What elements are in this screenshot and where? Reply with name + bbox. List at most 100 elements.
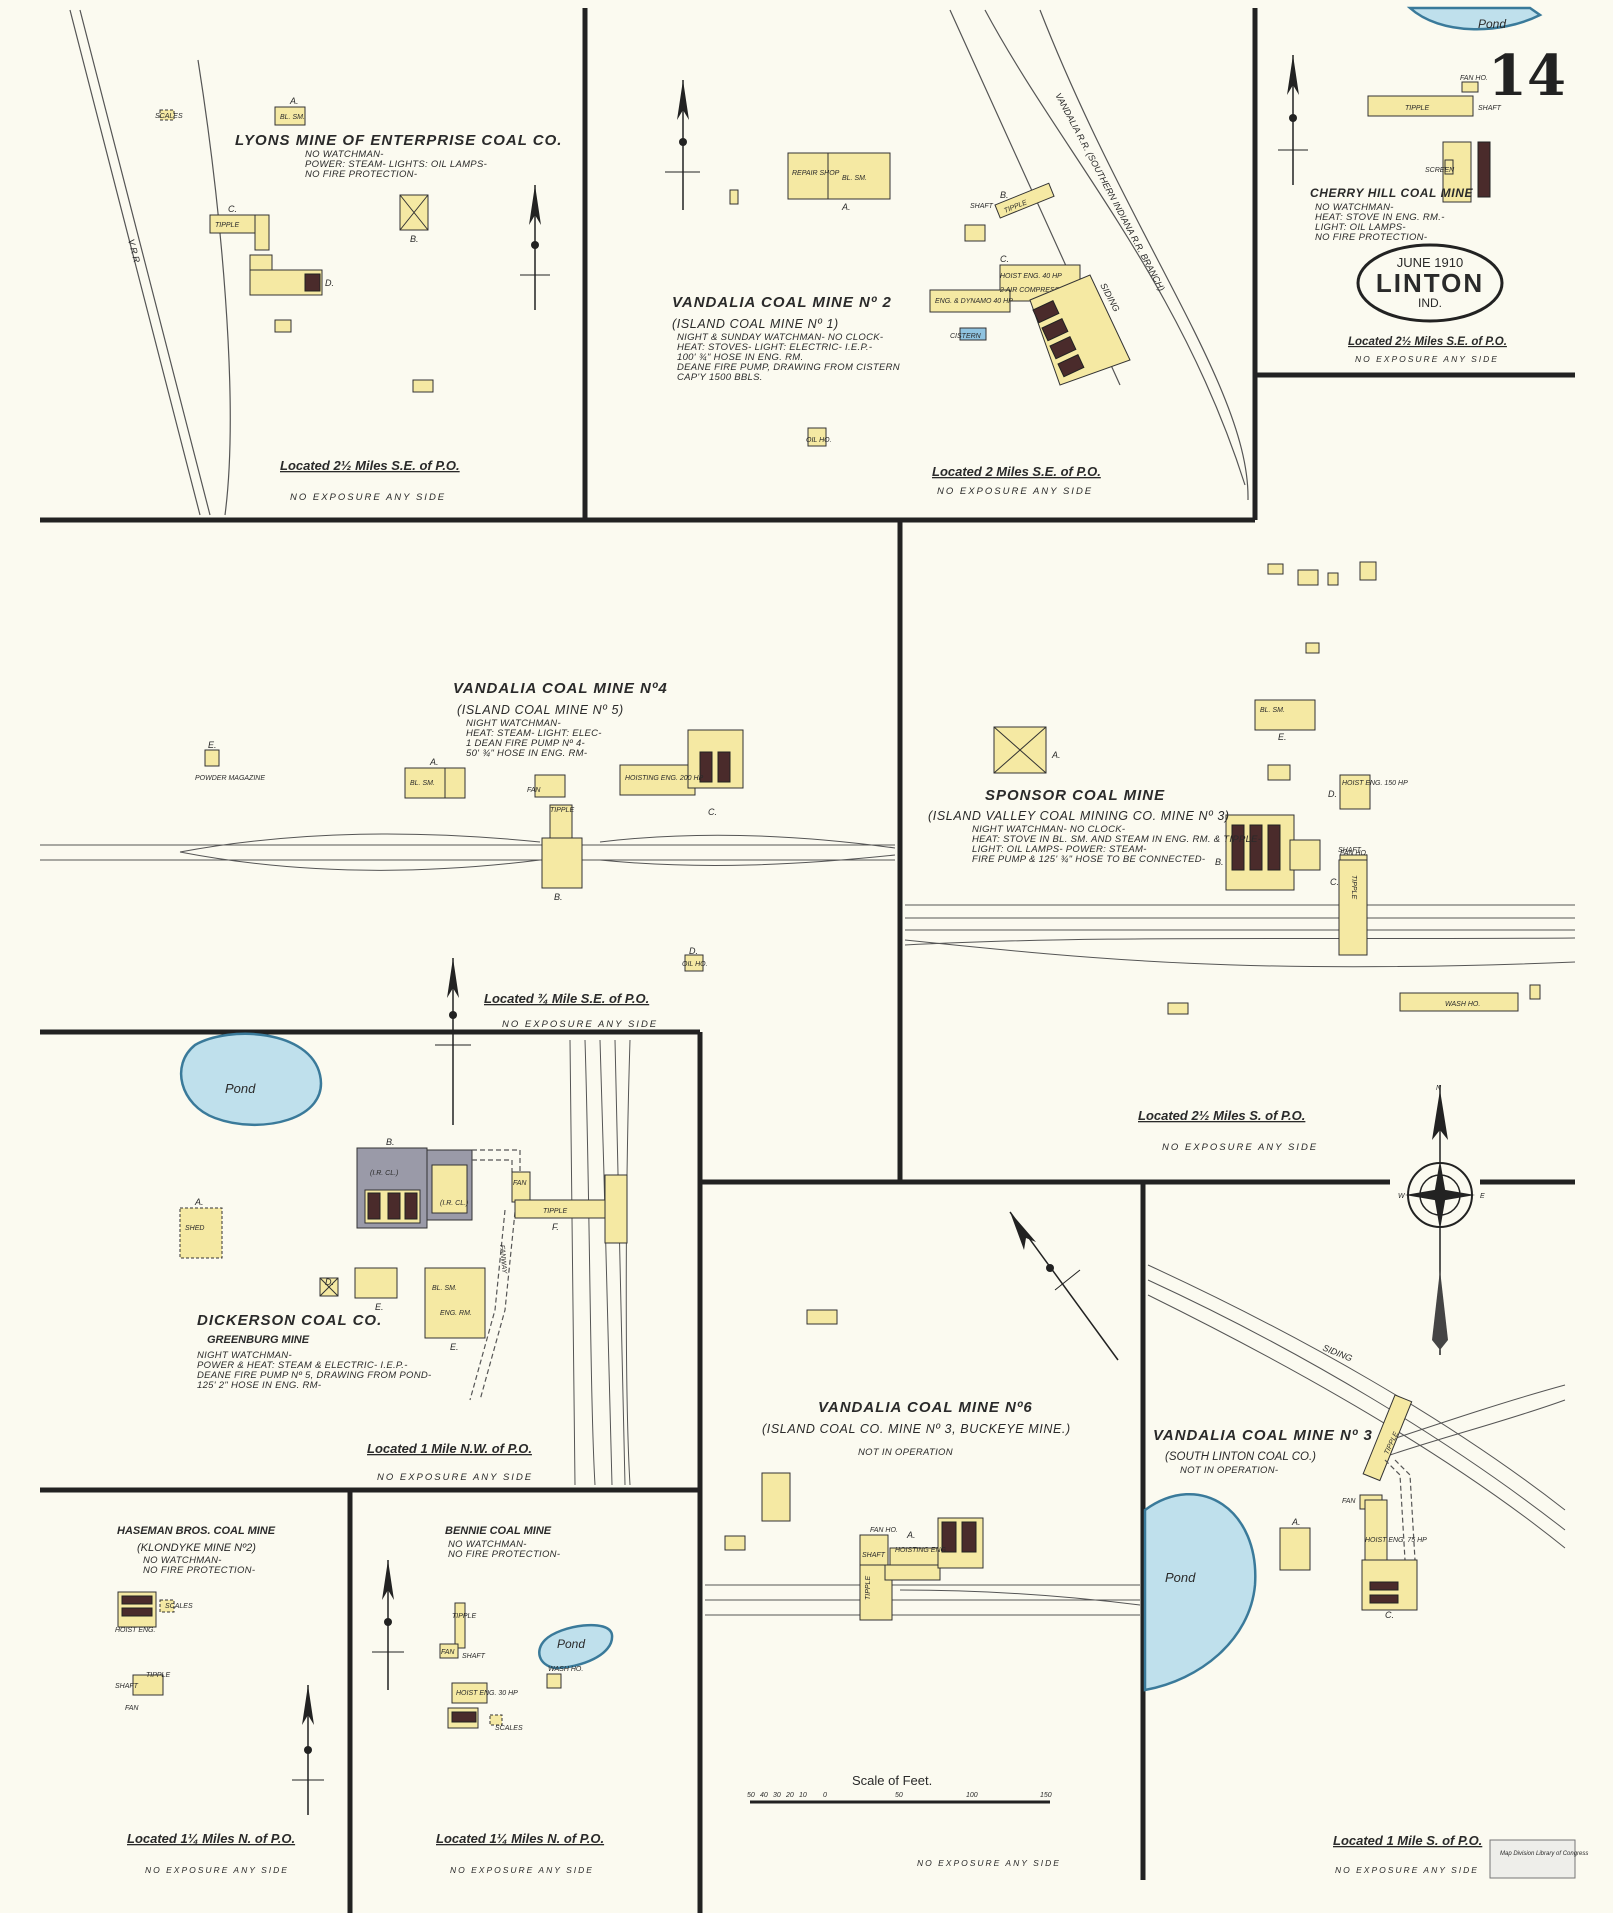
panel-bennie: BENNIE COAL MINE NO WATCHMAN- NO FIRE PR… xyxy=(372,1525,614,1875)
building-footprint xyxy=(179,1207,223,1259)
building-footprint xyxy=(1167,1002,1189,1015)
boiler-mark xyxy=(1369,1594,1399,1604)
panel-title: CHERRY HILL COAL MINE xyxy=(1310,186,1473,200)
panel-title: LYONS MINE OF ENTERPRISE COAL CO. xyxy=(235,132,562,149)
map-label: E. xyxy=(1278,732,1287,742)
map-mark xyxy=(382,1560,394,1600)
location-note: Located 2½ Miles S.E. of P.O. xyxy=(1348,336,1507,348)
building-footprint xyxy=(1461,81,1479,93)
map-label: E. xyxy=(450,1342,459,1352)
map-label: SCALES xyxy=(165,1603,193,1610)
building-footprint xyxy=(994,182,1055,219)
map-label: B. xyxy=(386,1137,395,1147)
map-label: 0 xyxy=(823,1792,827,1799)
map-label: VANDALIA R.R. (SOUTHERN INDIANA R.R. BRA… xyxy=(1053,91,1166,292)
map-label: SHAFT xyxy=(970,203,994,210)
map-label: (SOUTH LINTON COAL CO.) xyxy=(1165,1451,1316,1463)
map-label: A. xyxy=(289,96,299,106)
rail-line xyxy=(705,1584,1140,1616)
map-label: 50 xyxy=(747,1792,755,1799)
map-label: C. xyxy=(228,204,237,214)
exposure-note: NO EXPOSURE ANY SIDE xyxy=(1335,1865,1479,1875)
building-footprint xyxy=(687,729,744,789)
building-footprint xyxy=(724,1535,746,1551)
location-note: Located 1¼ Miles N. of P.O. xyxy=(127,1831,295,1846)
building-footprint xyxy=(1362,1394,1413,1482)
map-label: C. xyxy=(1330,877,1339,887)
map-label: ENG. RM. xyxy=(440,1310,472,1317)
building-footprint xyxy=(454,1602,466,1649)
map-label: D. xyxy=(1328,789,1337,799)
exposure-note: NO EXPOSURE ANY SIDE xyxy=(1162,1142,1318,1153)
map-label: TIPPLE xyxy=(1405,105,1429,112)
boiler-mark xyxy=(1049,336,1077,360)
building-footprint xyxy=(132,1674,164,1696)
rail-line xyxy=(1039,9,1249,501)
map-label: LIGHT: OIL LAMPS- xyxy=(1315,222,1406,233)
map-label: HOIST ENG. 30 HP xyxy=(456,1690,518,1697)
building-footprint xyxy=(534,774,566,798)
map-label: SCREEN xyxy=(1425,167,1455,174)
page-number: 14 xyxy=(1488,43,1566,109)
building-footprint xyxy=(959,327,987,341)
panel-title: SPONSOR COAL MINE xyxy=(985,787,1165,804)
map-label: SHAFT xyxy=(1478,105,1502,112)
title-cartouche: JUNE 1910 LINTON IND. xyxy=(1356,243,1504,323)
building-footprint xyxy=(204,749,220,767)
building-footprint xyxy=(1305,642,1320,654)
map-label: A. xyxy=(1051,750,1061,760)
map-label: B. xyxy=(1000,190,1009,200)
map-label: ENG. & DYNAMO 40 HP xyxy=(935,298,1013,305)
panel-vandalia-mine-2: VANDALIA R.R. (SOUTHERN INDIANA R.R. BRA… xyxy=(665,9,1249,501)
map-label: LIGHT: OIL LAMPS- POWER: STEAM- xyxy=(972,844,1147,855)
panel-vandalia-mine-4: E. POWDER MAGAZINE BL. SM. A. FAN TIPPLE… xyxy=(40,680,896,1125)
map-label: A. xyxy=(429,757,439,767)
map-label: Pond xyxy=(557,1637,585,1651)
building-footprint xyxy=(827,152,891,200)
map-label: C. xyxy=(708,807,717,817)
map-label: 40 xyxy=(760,1792,768,1799)
rail-line xyxy=(899,1589,1141,1606)
map-label: HOIST ENG. xyxy=(115,1627,156,1634)
panel-title: VANDALIA COAL MINE Nº4 xyxy=(453,680,668,697)
map-label: TIPPLE xyxy=(1350,875,1357,899)
map-line xyxy=(472,1149,521,1172)
map-label: 100' ¾" HOSE IN ENG. RM. xyxy=(677,352,803,363)
boiler-mark xyxy=(387,1192,401,1220)
map-label: FAN HO. xyxy=(1340,850,1368,857)
panel-title: VANDALIA COAL MINE Nº6 xyxy=(818,1399,1033,1416)
map-label: BL. SM. xyxy=(410,780,435,787)
building-footprint xyxy=(604,1174,628,1244)
map-label: OIL HO. xyxy=(806,437,832,444)
map-label: 10 xyxy=(799,1792,807,1799)
map-label: POWDER MAGAZINE xyxy=(195,775,265,782)
map-label: N xyxy=(1436,1085,1442,1092)
map-label: HEAT: STOVE IN ENG. RM.- xyxy=(1315,212,1445,223)
pond-icon xyxy=(538,1623,614,1670)
map-label: SHAFT xyxy=(862,1552,886,1559)
map-mark xyxy=(1405,1189,1475,1201)
boiler-mark xyxy=(1041,318,1069,342)
map-label: FAN xyxy=(441,1649,455,1656)
map-label: B. xyxy=(410,234,419,244)
map-label: SIDING xyxy=(1321,1343,1354,1364)
map-label: A. xyxy=(841,202,851,212)
map-label: TIPPLE xyxy=(452,1613,476,1620)
map-mark xyxy=(529,185,541,225)
map-mark xyxy=(384,1618,392,1626)
north-arrow-icon xyxy=(520,185,550,310)
map-mark xyxy=(1287,55,1299,95)
map-label: GREENBURG MINE xyxy=(207,1334,310,1346)
map-label: (ISLAND COAL MINE Nº 1) xyxy=(672,317,839,331)
map-label: FAN xyxy=(513,1180,527,1187)
north-arrow-icon xyxy=(292,1685,324,1815)
map-mark xyxy=(447,958,459,998)
panel-title: VANDALIA COAL MINE Nº 2 xyxy=(672,294,892,311)
building-footprint xyxy=(807,427,827,447)
map-label: (I.R. CL.) xyxy=(370,1170,398,1177)
map-mark xyxy=(449,1011,457,1019)
boiler-mark xyxy=(717,751,731,783)
map-label: HEAT: STOVES- LIGHT: ELECTRIC- I.E.P.- xyxy=(677,342,872,353)
boiler-mark xyxy=(1249,824,1263,871)
pond-icon xyxy=(179,1032,323,1126)
